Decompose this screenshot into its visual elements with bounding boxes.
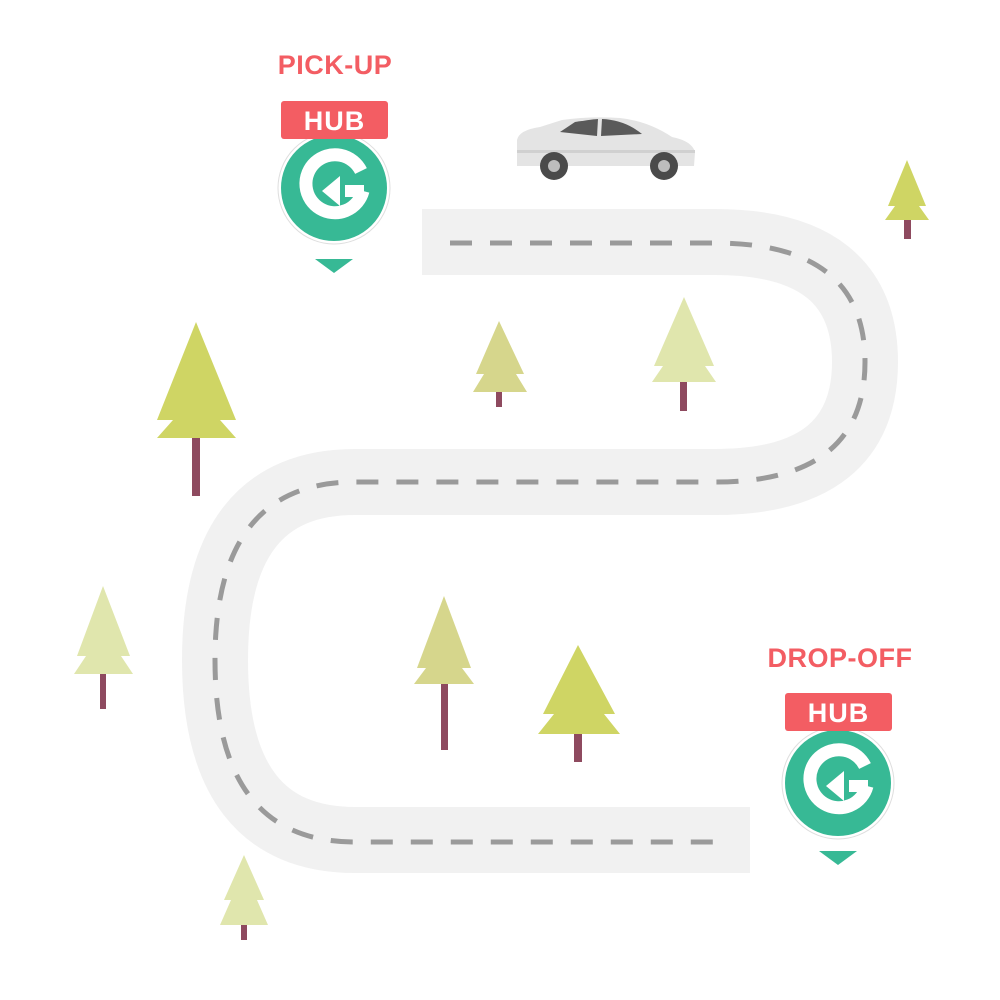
pickup-hub-tag: HUB [281,101,388,139]
pickup-hub-marker [277,131,391,273]
winding-road [182,209,898,873]
car-icon [517,117,695,180]
tree [538,645,620,762]
pickup-title: PICK-UP [277,50,393,80]
tree [74,586,133,709]
g-arrow-logo-icon [299,148,370,220]
tree [885,160,929,239]
tree [157,322,236,496]
dropoff-title: DROP-OFF [767,643,913,673]
tree [220,855,268,940]
tree [652,297,716,411]
dropoff-hub-marker [781,726,895,865]
road-lane-dashes [212,240,868,845]
tree [473,321,527,407]
tree [414,596,474,750]
g-arrow-logo-icon [803,743,874,815]
dropoff-hub-tag: HUB [785,693,892,731]
